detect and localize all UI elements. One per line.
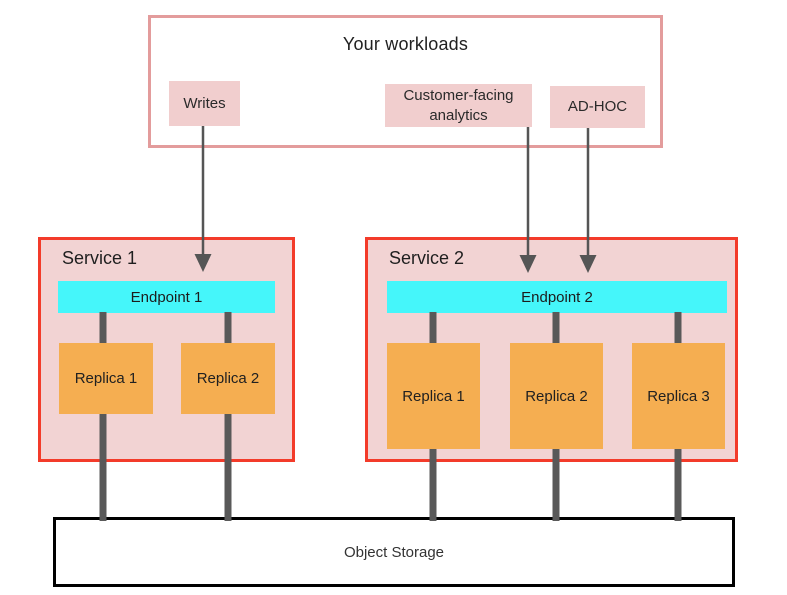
object-storage-label: Object Storage: [343, 543, 445, 561]
workloads-container: Your workloads Writes Customer-facing an…: [148, 15, 663, 148]
workload-writes: Writes: [169, 81, 240, 126]
workload-ad-hoc: AD-HOC: [550, 86, 645, 128]
service-2-replica-3: Replica 3: [632, 343, 725, 449]
service-2-replica-1-label: Replica 1: [402, 387, 465, 405]
service-1-replica-2: Replica 2: [181, 343, 275, 414]
service-2-label: Service 2: [389, 248, 465, 268]
workload-customer-facing-analytics: Customer-facing analytics: [385, 84, 532, 127]
object-storage-box: Object Storage: [53, 517, 735, 587]
service-1-box: Service 1 Endpoint 1 Replica 1 Replica 2: [38, 237, 295, 462]
workload-writes-label: Writes: [183, 94, 226, 112]
service-1-endpoint: Endpoint 1: [58, 281, 275, 313]
endpoint-1-label: Endpoint 1: [130, 288, 203, 306]
service-2-endpoint: Endpoint 2: [387, 281, 727, 313]
service-2-replica-2-label: Replica 2: [525, 387, 588, 405]
workloads-title: Your workloads: [342, 34, 469, 54]
service-1-replica-1: Replica 1: [59, 343, 153, 414]
service-1-replica-2-label: Replica 2: [196, 370, 260, 387]
service-2-replica-2: Replica 2: [510, 343, 603, 449]
endpoint-2-label: Endpoint 2: [521, 288, 593, 306]
service-2-replica-1: Replica 1: [387, 343, 480, 449]
service-1-label: Service 1: [62, 248, 138, 268]
service-2-box: Service 2 Endpoint 2 Replica 1 Replica 2…: [365, 237, 738, 462]
workload-analytics-label: Customer-facing analytics: [403, 87, 514, 124]
workload-ad-hoc-label: AD-HOC: [567, 98, 628, 116]
service-1-replica-1-label: Replica 1: [74, 370, 138, 387]
service-2-replica-3-label: Replica 3: [647, 387, 710, 405]
